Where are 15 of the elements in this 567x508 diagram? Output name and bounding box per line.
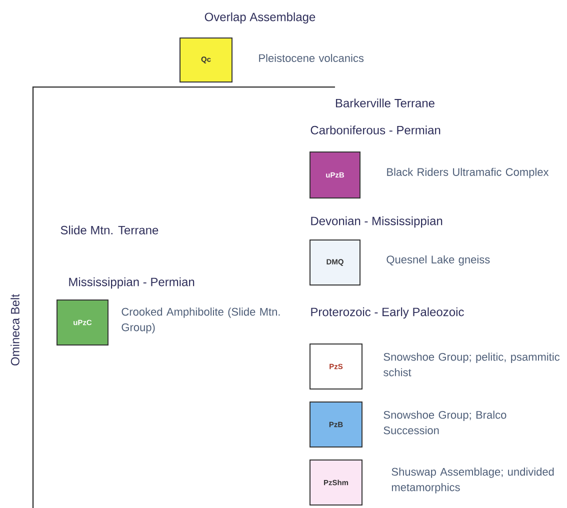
unit-description: Shuswap Assemblage; undivided metamorphics — [392, 468, 554, 494]
legend-heading: Proterozoic - Early Paleozoic — [311, 307, 464, 319]
unit-description: Quesnel Lake gneiss — [386, 255, 490, 266]
unit-description: Crooked Amphibolite (Slide Mtn. Group) — [122, 308, 280, 334]
legend-heading: Mississippian - Permian — [69, 277, 194, 289]
legend-heading: Omineca Belt — [10, 294, 20, 366]
unit-description: Snowshoe Group; Bralco Succession — [384, 410, 506, 434]
unit-description: Black Riders Ultramafic Complex — [387, 168, 549, 178]
legend-heading: Overlap Assemblage — [204, 12, 316, 24]
unit-description: Pleistocene volcanics — [259, 54, 364, 62]
unit-description: Snowshoe Group; pelitic, psammitic schist — [384, 352, 560, 376]
legend-heading: Barkerville Terrane — [336, 98, 434, 108]
legend-heading: Carboniferous - Permian — [310, 126, 440, 134]
legend-heading: Devonian - Mississippian — [311, 216, 442, 228]
legend-heading: Slide Mtn. Terrane — [60, 226, 158, 234]
